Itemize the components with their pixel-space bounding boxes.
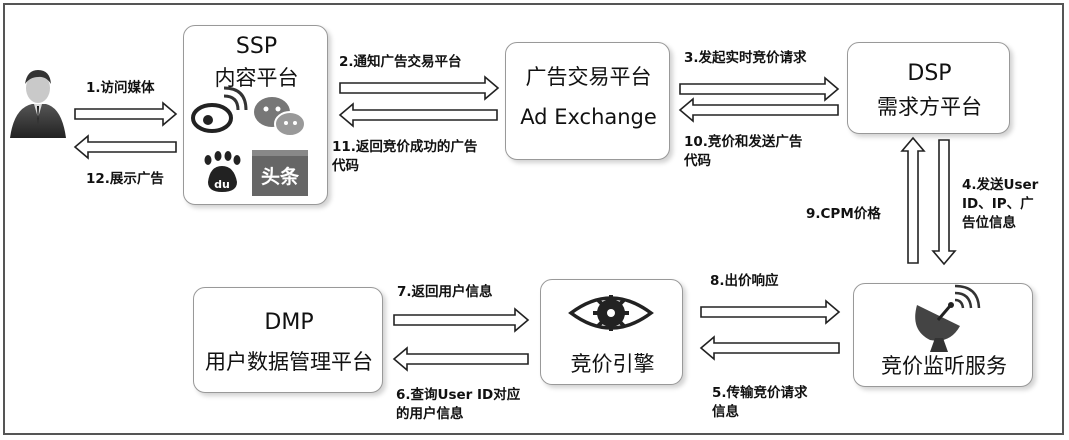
step-3-label: 3.发起实时竞价请求 bbox=[684, 50, 807, 66]
baidu-logo-text: du bbox=[214, 178, 230, 191]
step-10-label-line2: 代码 bbox=[684, 153, 711, 169]
dmp-subtitle: 用户数据管理平台 bbox=[205, 350, 373, 374]
step-4-label-line1: 4.发送User bbox=[962, 177, 1039, 193]
bidding-engine-label: 竞价引擎 bbox=[570, 352, 655, 376]
dsp-title: DSP bbox=[907, 61, 952, 86]
user-avatar bbox=[10, 70, 66, 138]
arrow-9 bbox=[900, 136, 926, 264]
baidu-icon: du bbox=[204, 151, 241, 192]
step-12-label: 12.展示广告 bbox=[86, 171, 164, 187]
step-4-label-line3: 告位信息 bbox=[962, 215, 1016, 231]
arrow-11 bbox=[338, 102, 498, 128]
step-1-label: 1.访问媒体 bbox=[86, 80, 155, 96]
step-11-label-line2: 代码 bbox=[332, 158, 359, 174]
arrow-8 bbox=[700, 299, 841, 325]
step-9-label: 9.CPM价格 bbox=[806, 206, 881, 222]
weibo-icon bbox=[191, 86, 248, 133]
ad-exchange-subtitle: Ad Exchange bbox=[520, 105, 657, 129]
step-7-label: 7.返回用户信息 bbox=[397, 284, 493, 300]
step-5-label-line1: 5.传输竞价请求 bbox=[712, 385, 808, 401]
arrow-6 bbox=[392, 346, 529, 372]
dmp-title: DMP bbox=[264, 310, 314, 335]
dsp-subtitle: 需求方平台 bbox=[877, 95, 982, 119]
toutiao-icon: 头条 bbox=[252, 150, 308, 196]
toutiao-logo-text: 头条 bbox=[261, 165, 300, 188]
arrow-3 bbox=[679, 76, 840, 102]
step-11-label-line1: 11.返回竞价成功的广告 bbox=[332, 139, 478, 155]
satellite-dish-icon bbox=[915, 284, 981, 352]
bidding-engine-node: 竞价引擎 bbox=[540, 279, 683, 385]
ssp-title: SSP bbox=[235, 34, 278, 59]
step-10-label-line1: 10.竞价和发送广告 bbox=[684, 134, 803, 150]
arrow-2 bbox=[339, 75, 500, 101]
arrow-5 bbox=[699, 335, 840, 361]
step-2-label: 2.通知广告交易平台 bbox=[339, 54, 462, 70]
arrow-7 bbox=[393, 307, 530, 333]
step-5-label-line2: 信息 bbox=[712, 404, 739, 420]
arrow-10 bbox=[678, 97, 839, 123]
step-8-label: 8.出价响应 bbox=[710, 273, 779, 289]
arrow-12 bbox=[73, 134, 177, 160]
step-4-label-line2: ID、IP、广 bbox=[962, 196, 1034, 212]
arrow-4 bbox=[931, 139, 957, 266]
step-6-label-line1: 6.查询User ID对应 bbox=[396, 387, 521, 403]
step-6-label-line2: 的用户信息 bbox=[396, 406, 464, 422]
ssp-subtitle: 内容平台 bbox=[214, 66, 299, 90]
dsp-node: DSP 需求方平台 bbox=[847, 42, 1010, 134]
ad-exchange-title: 广告交易平台 bbox=[525, 65, 652, 89]
eye-icon bbox=[568, 295, 654, 331]
bid-listener-label: 竞价监听服务 bbox=[881, 354, 1007, 378]
wechat-icon bbox=[254, 97, 306, 137]
arrow-1 bbox=[74, 101, 178, 127]
dmp-node: DMP 用户数据管理平台 bbox=[193, 287, 383, 393]
ad-exchange-node: 广告交易平台 Ad Exchange bbox=[505, 42, 670, 160]
